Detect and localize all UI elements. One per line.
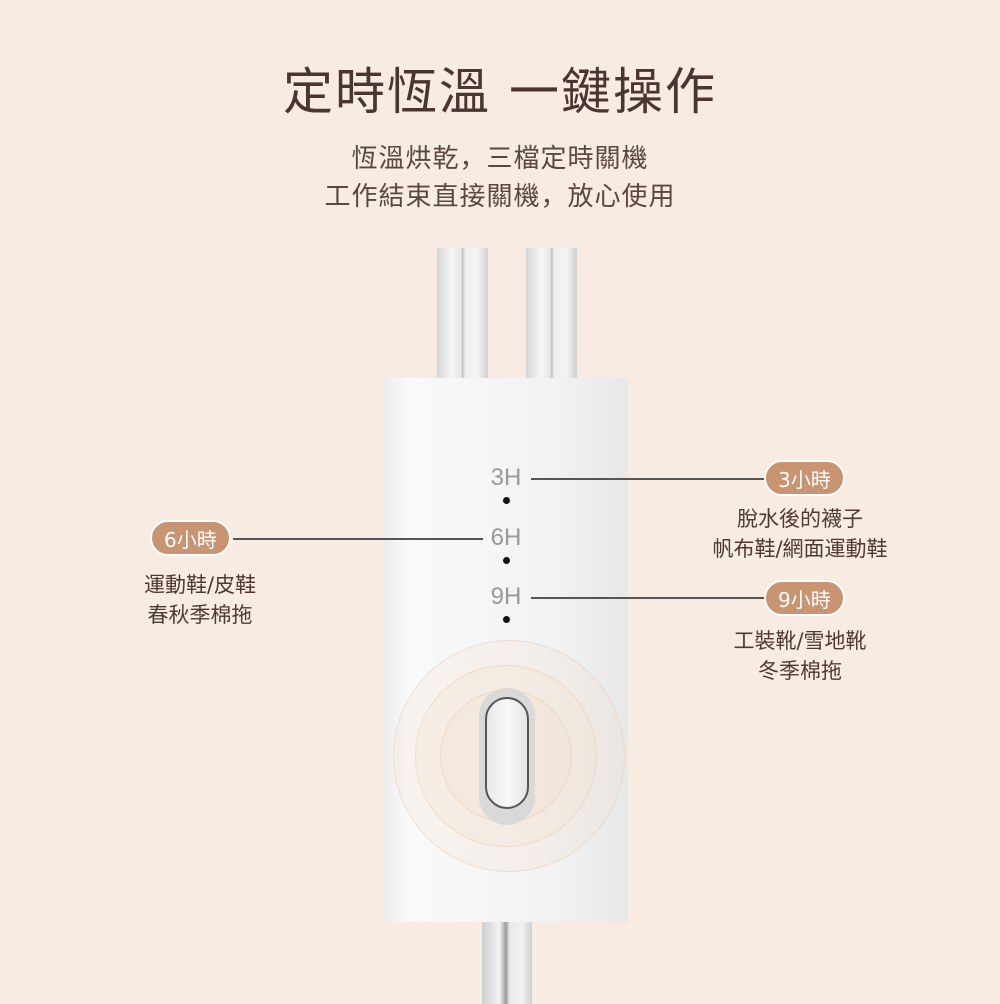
plug-prong-right — [526, 248, 577, 380]
mark-3h: 3H — [490, 464, 522, 491]
desc-9h-line-1: 工裝靴/雪地靴 — [733, 629, 867, 653]
plug-prong-left — [437, 248, 488, 380]
desc-3h-line-1: 脫水後的襪子 — [737, 507, 863, 531]
desc-3h: 脫水後的襪子 帆布鞋/網面運動鞋 — [680, 504, 920, 564]
desc-6h-line-1: 運動鞋/皮鞋 — [143, 573, 257, 597]
indicator-dot-3h — [503, 497, 510, 504]
desc-6h: 運動鞋/皮鞋 春秋季棉拖 — [100, 570, 300, 630]
subtitle-line-1: 恆溫烘乾，三檔定時關機 — [351, 144, 649, 174]
timer-button-face[interactable] — [485, 697, 529, 809]
desc-9h-line-2: 冬季棉拖 — [758, 659, 842, 683]
desc-3h-line-2: 帆布鞋/網面運動鞋 — [712, 537, 888, 561]
callout-line-9h — [531, 597, 767, 599]
mark-9h: 9H — [490, 583, 522, 610]
badge-3h: 3小時 — [764, 460, 845, 496]
mark-6h: 6H — [490, 524, 522, 551]
callout-line-6h — [233, 538, 483, 540]
callout-line-3h — [531, 478, 767, 480]
power-cable — [482, 922, 532, 1004]
badge-6h: 6小時 — [150, 520, 231, 556]
indicator-dot-6h — [503, 557, 510, 564]
subtitle-line-2: 工作結束直接關機，放心使用 — [324, 182, 676, 212]
indicator-dot-9h — [503, 616, 510, 623]
page-title: 定時恆溫 一鍵操作 — [283, 63, 717, 121]
desc-6h-line-2: 春秋季棉拖 — [147, 603, 253, 627]
badge-9h: 9小時 — [764, 580, 845, 616]
desc-9h: 工裝靴/雪地靴 冬季棉拖 — [700, 626, 900, 686]
